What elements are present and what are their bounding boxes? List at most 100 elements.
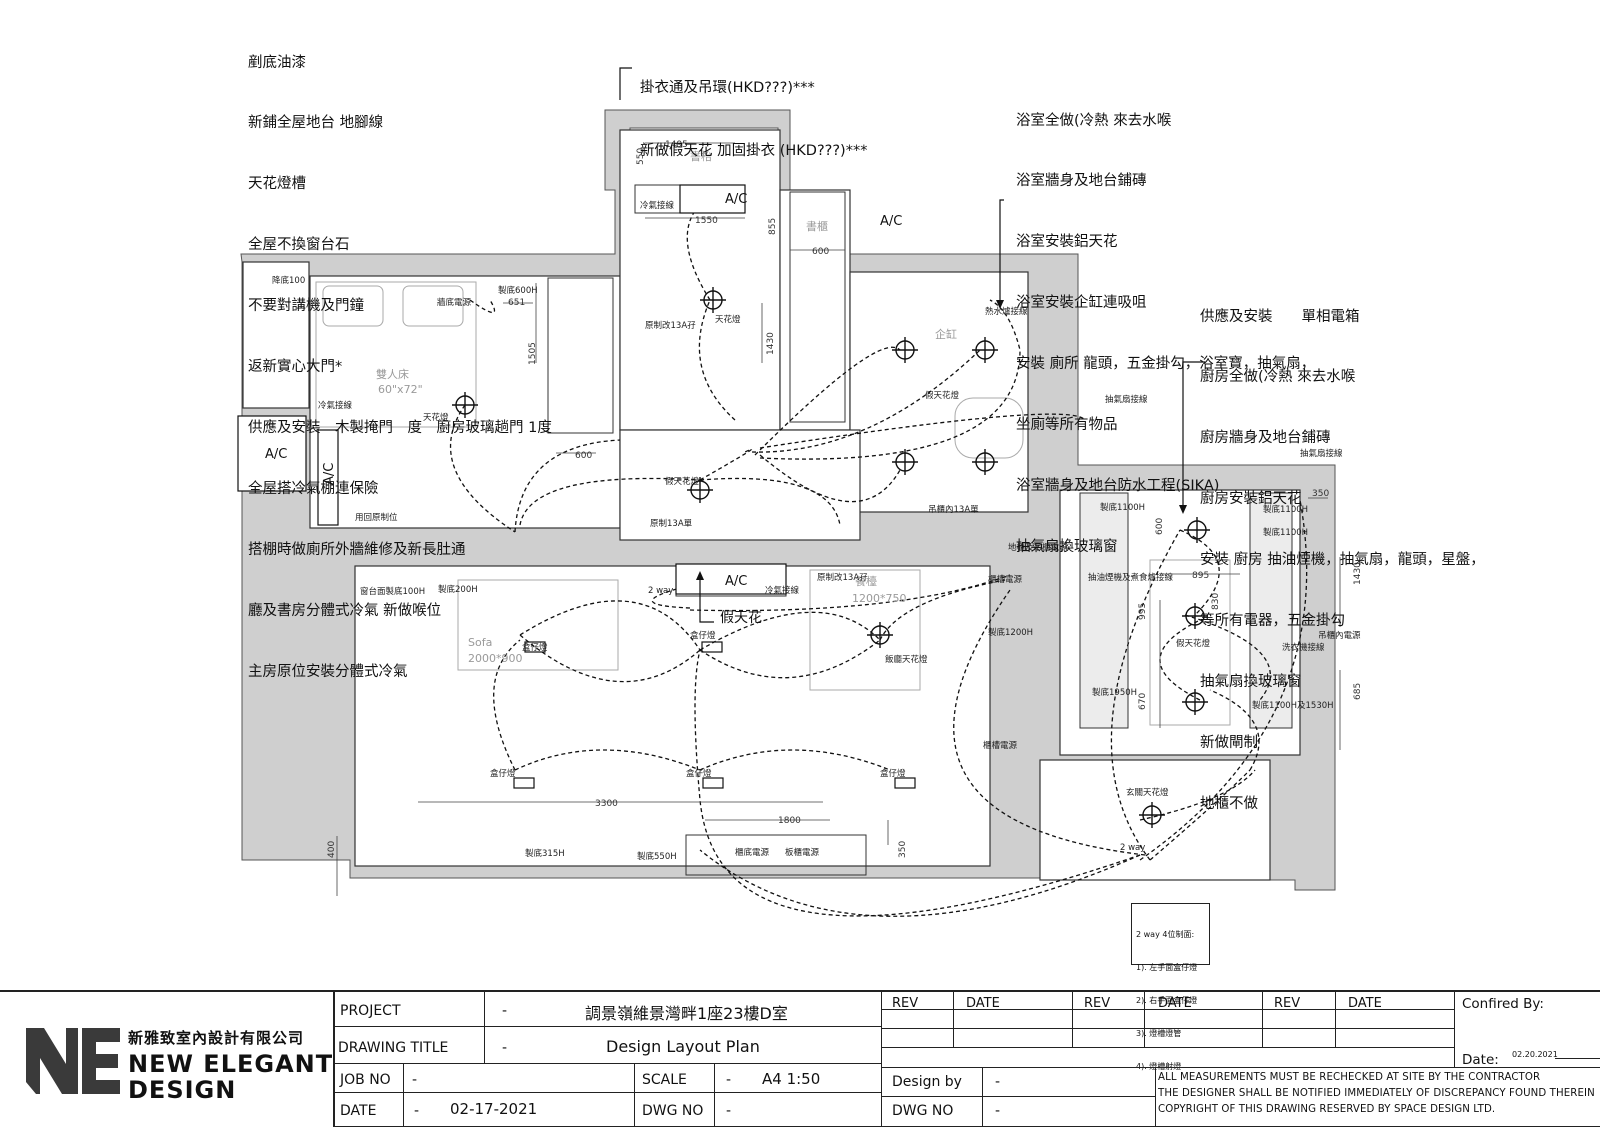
legend-line: 2 way 4位制面:	[1136, 930, 1195, 939]
bed-size-label: 60"x72"	[378, 383, 423, 396]
divider	[333, 1092, 881, 1093]
note-label: 降底100	[272, 275, 305, 286]
note-line: 新做假天花 加固掛衣 (HKD???)***	[640, 143, 868, 159]
bookcase-label: 書櫃	[806, 219, 828, 233]
divider	[881, 1047, 1454, 1048]
entrance	[1039, 759, 1271, 881]
note-line: 掛衣通及吊環(HKD???)***	[640, 80, 815, 96]
note-label: 飯廳天花燈	[885, 654, 928, 665]
dim-label: 350	[1312, 489, 1329, 499]
note-line: 返新實心大門*	[248, 359, 343, 376]
note-line: 主房原位安裝分體式冷氣	[248, 663, 408, 680]
date-header: DATE	[1158, 996, 1192, 1011]
light-icon	[1184, 517, 1210, 543]
divider	[333, 990, 335, 1126]
note-label: 冷氣接線	[765, 585, 800, 596]
dim-label: 1430	[766, 332, 776, 355]
divider	[982, 1067, 983, 1126]
note-label: 製底315H	[525, 848, 565, 859]
divider	[714, 1063, 715, 1126]
date-label: DATE	[340, 1103, 377, 1119]
note-line: 抽氣扇換玻璃窗	[1016, 538, 1118, 555]
note-label: 抽氣扇接線	[1300, 448, 1343, 459]
dimension-labels: 1495 550 1550 855 600 651 1505 1430 600 …	[327, 140, 1363, 858]
light-icon	[1182, 689, 1208, 715]
divider	[333, 1026, 881, 1027]
fake-ceiling-label: 假天花	[720, 610, 762, 626]
note-line: 浴室全做(冷熱 來去水喉	[1016, 112, 1172, 129]
note-label: 櫃槽電源	[983, 740, 1018, 751]
dim-label: 1505	[528, 342, 538, 365]
confirm-date-value: 02.20.2021	[1512, 1050, 1558, 1059]
divider	[1262, 990, 1263, 1047]
disclaimer-line: THE DESIGNER SHALL BE NOTIFIED IMMEDIATE…	[1158, 1088, 1595, 1099]
note-label: 盒仔燈	[686, 768, 712, 779]
note-label: 抽油煙機及煮食爐接線	[1088, 572, 1174, 583]
dim-label: 3300	[595, 799, 618, 809]
date-dash: -	[414, 1103, 420, 1119]
divider	[333, 1063, 881, 1064]
legend-line: 1). 左手面盒仔燈	[1136, 963, 1198, 972]
note-label: 抽氣扇接線	[1105, 394, 1148, 405]
bookcase-area	[779, 189, 851, 431]
light-icon	[452, 392, 478, 418]
note-label: 原制改13A孖	[645, 320, 696, 331]
disclaimer-line: COPYRIGHT OF THIS DRAWING RESERVED BY SP…	[1158, 1104, 1496, 1115]
note-label: 櫃槽電源	[988, 574, 1023, 585]
dim-label: 600	[1155, 518, 1165, 535]
divider	[1335, 990, 1336, 1047]
dimension-lines	[336, 142, 1341, 896]
note-line: 天花燈槽	[248, 176, 306, 193]
dining-label: 餐檯	[855, 574, 877, 588]
arrowheads	[696, 300, 1187, 580]
dim-label: 1495	[665, 140, 688, 150]
note-label: 製底1950H	[1092, 687, 1137, 698]
project-label: PROJECT	[340, 1003, 401, 1019]
light-icon	[1182, 603, 1208, 629]
rev-header: REV	[1084, 996, 1111, 1011]
note-label: 原制改13A孖	[817, 572, 868, 583]
dim-label: 895	[1192, 571, 1209, 581]
note-label: 牆底電源	[437, 297, 472, 308]
study-label: 書枱	[690, 149, 712, 163]
job-no-label: JOB NO	[340, 1072, 391, 1088]
ac-label: A/C	[725, 574, 747, 589]
note-line: 廳及書房分體式冷氣 新做喉位	[248, 602, 442, 619]
light-icon	[700, 287, 726, 313]
divider	[333, 1126, 1600, 1127]
project-value: 調景嶺維景灣畔1座23樓D室	[585, 1004, 788, 1023]
note-line: 抽氣扇換玻璃窗	[1200, 673, 1302, 690]
note-line: 搭棚時做廁所外牆維修及新長肚通	[248, 541, 466, 558]
note-line: 新做閘制	[1200, 734, 1258, 751]
leaders	[619, 67, 1205, 623]
ac-label: A/C	[725, 192, 747, 207]
dim-label: 685	[1353, 683, 1363, 700]
note-label: 板櫃電源	[785, 847, 820, 858]
ceiling-lights	[452, 287, 1210, 828]
disclaimer-line: ALL MEASUREMENTS MUST BE RECHECKED AT SI…	[1158, 1072, 1541, 1083]
dim-label: 651	[508, 298, 525, 308]
corridor	[619, 429, 861, 541]
note-label: 天花燈	[715, 314, 741, 325]
project-dash: -	[502, 1003, 508, 1019]
divider	[881, 1096, 1155, 1097]
divider	[0, 990, 1600, 992]
divider	[484, 990, 485, 1063]
rev-header: REV	[1274, 996, 1301, 1011]
note-line: 浴室安裝鋁天花	[1016, 234, 1118, 251]
dim-label: 550	[636, 148, 646, 165]
dim-label: 1430	[1353, 562, 1363, 585]
note-label: 製底1100H及1530H	[1252, 700, 1334, 711]
note-label: 製底1100H	[1263, 527, 1308, 538]
note-line: 等所有電器，五金掛勾	[1200, 613, 1345, 630]
living-dining	[354, 565, 991, 867]
ac-units	[237, 184, 787, 595]
design-by-value: -	[995, 1074, 1001, 1090]
divider	[1144, 990, 1145, 1047]
dwg-no-2-label: DWG NO	[892, 1103, 954, 1119]
notes-general: 剷底油漆 新鋪全屋地台 地腳線 天花燈槽 全屋不換窗台石 不要對講機及門鐘 返新…	[248, 12, 552, 702]
light-icon	[867, 622, 893, 648]
note-label: 製底200H	[438, 584, 478, 595]
company-name-en-2: DESIGN	[128, 1076, 237, 1104]
legend-line: 4). 燈槽射燈	[1136, 1061, 1205, 1072]
